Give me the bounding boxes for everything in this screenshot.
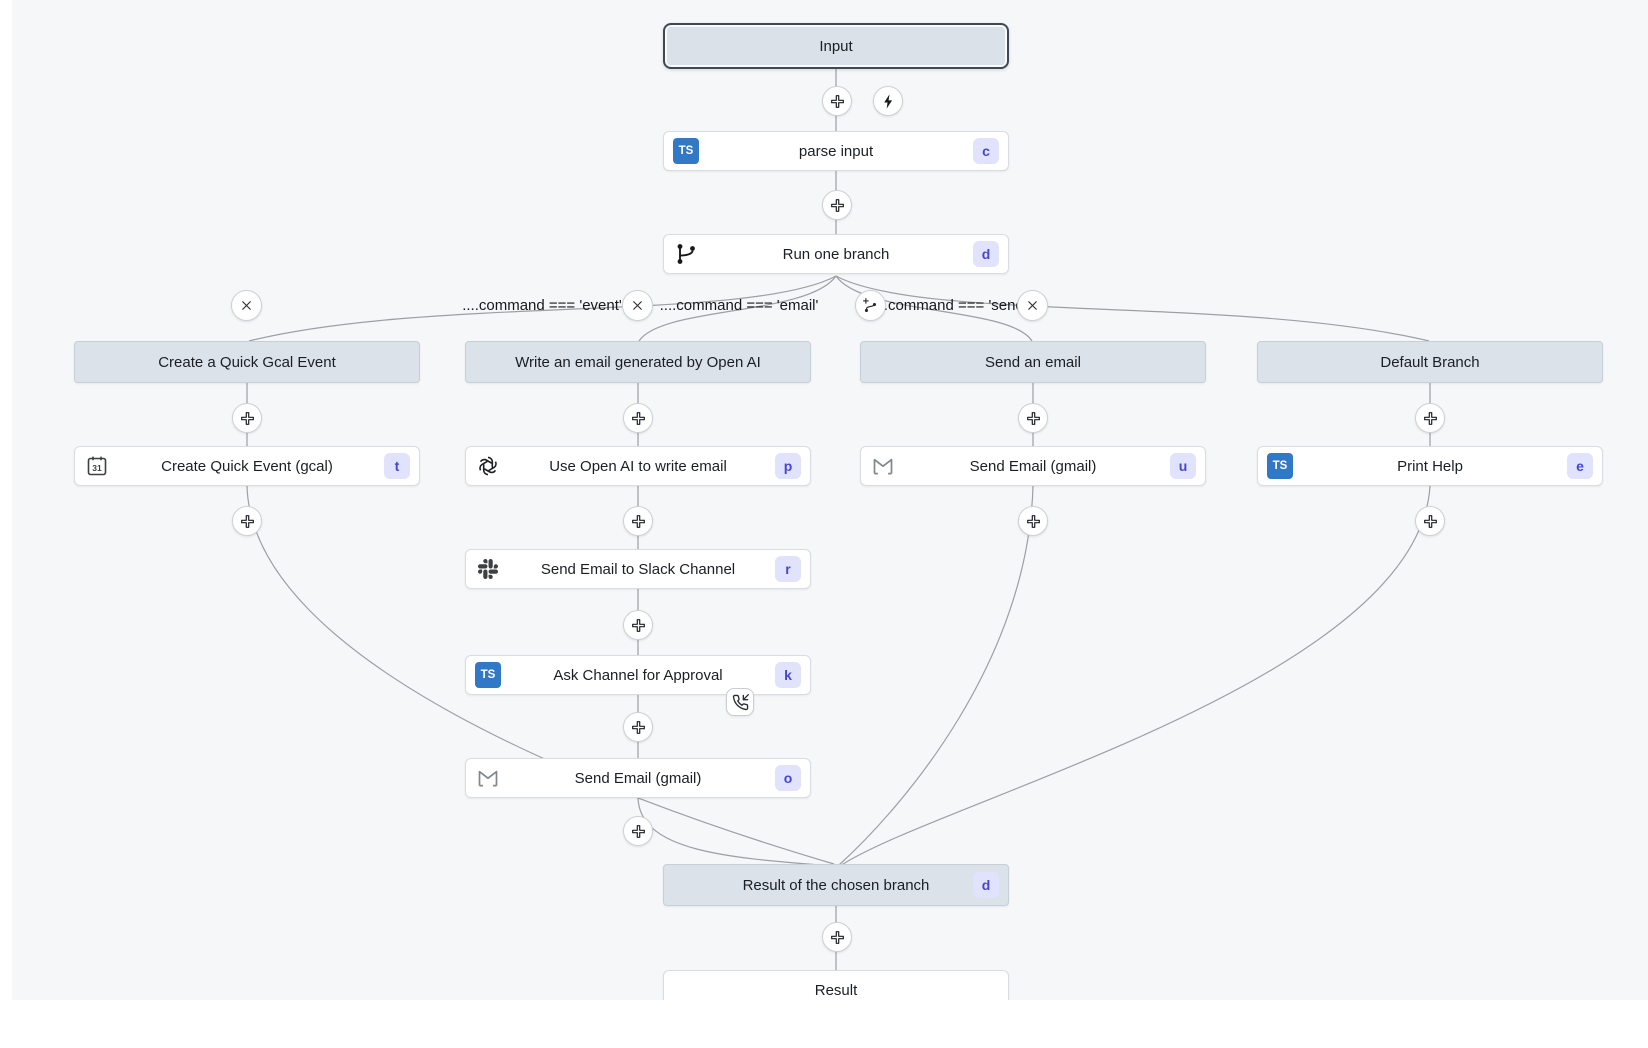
- node-label: Result of the chosen branch: [742, 876, 930, 894]
- step-create-quick-event[interactable]: Create Quick Event (gcal) t: [74, 446, 420, 486]
- branch-header-send-email[interactable]: Send an email: [860, 341, 1206, 383]
- add-step-button[interactable]: [623, 506, 653, 536]
- node-label: Create Quick Event (gcal): [161, 457, 333, 475]
- add-step-button[interactable]: [232, 403, 262, 433]
- page-margin-bottom: [0, 1000, 1648, 1048]
- branch-header-default[interactable]: Default Branch: [1257, 341, 1603, 383]
- add-step-button[interactable]: [1415, 403, 1445, 433]
- plus-icon: [829, 929, 846, 946]
- calendar-icon: [84, 453, 110, 479]
- plus-icon: [630, 719, 647, 736]
- plus-icon: [239, 513, 256, 530]
- typescript-icon: TS: [673, 138, 699, 164]
- node-label: Send Email to Slack Channel: [540, 560, 736, 578]
- node-label: Send Email (gmail): [969, 457, 1097, 475]
- node-label: parse input: [798, 142, 874, 160]
- lightning-icon: [880, 93, 897, 110]
- plus-icon: [630, 513, 647, 530]
- step-id-badge: t: [384, 453, 410, 479]
- add-step-button[interactable]: [1415, 506, 1445, 536]
- add-branch-button[interactable]: [855, 290, 886, 321]
- condition-label: ....command === 'event': [462, 297, 622, 314]
- plus-icon: [1025, 410, 1042, 427]
- branch-header-label: Create a Quick Gcal Event: [158, 353, 336, 371]
- add-step-button[interactable]: [822, 190, 852, 220]
- gmail-icon: [870, 453, 896, 479]
- typescript-icon: TS: [475, 662, 501, 688]
- step-id-badge: r: [775, 556, 801, 582]
- add-step-button[interactable]: [1018, 506, 1048, 536]
- step-id-badge: k: [775, 662, 801, 688]
- step-id-badge: d: [973, 872, 999, 898]
- git-branch-icon: [673, 241, 699, 267]
- plus-icon: [1422, 513, 1439, 530]
- gmail-icon: [475, 765, 501, 791]
- step-send-gmail-right[interactable]: Send Email (gmail) u: [860, 446, 1206, 486]
- add-step-button[interactable]: [822, 86, 852, 116]
- add-step-button[interactable]: [623, 610, 653, 640]
- add-step-button[interactable]: [822, 922, 852, 952]
- add-step-button[interactable]: [623, 403, 653, 433]
- delete-branch-button[interactable]: [1017, 290, 1048, 321]
- plus-icon: [630, 410, 647, 427]
- step-id-badge: u: [1170, 453, 1196, 479]
- plus-icon: [630, 823, 647, 840]
- branch-add-icon: [862, 297, 879, 314]
- step-id-badge: c: [973, 138, 999, 164]
- step-id-badge: o: [775, 765, 801, 791]
- step-id-badge: e: [1567, 453, 1593, 479]
- add-step-button[interactable]: [1018, 403, 1048, 433]
- step-id-badge: p: [775, 453, 801, 479]
- add-step-button[interactable]: [623, 816, 653, 846]
- node-label: Send Email (gmail): [574, 769, 702, 787]
- plus-icon: [239, 410, 256, 427]
- trigger-button[interactable]: [873, 86, 903, 116]
- node-run-one-branch[interactable]: Run one branch d: [663, 234, 1009, 274]
- condition-label: ....command === 'send': [871, 297, 1027, 314]
- delete-branch-button[interactable]: [231, 290, 262, 321]
- step-ask-approval[interactable]: TS Ask Channel for Approval k: [465, 655, 811, 695]
- suspend-step-badge: [726, 688, 754, 716]
- typescript-icon: TS: [1267, 453, 1293, 479]
- plus-icon: [829, 197, 846, 214]
- node-label: Print Help: [1397, 457, 1463, 475]
- node-label: Run one branch: [782, 245, 890, 263]
- plus-icon: [1025, 513, 1042, 530]
- step-send-to-slack[interactable]: Send Email to Slack Channel r: [465, 549, 811, 589]
- plus-icon: [829, 93, 846, 110]
- close-icon: [238, 297, 255, 314]
- step-use-openai[interactable]: Use Open AI to write email p: [465, 446, 811, 486]
- openai-icon: [475, 453, 501, 479]
- node-label: Ask Channel for Approval: [553, 666, 723, 684]
- node-label: Input: [819, 37, 853, 55]
- node-result-branch[interactable]: Result of the chosen branch d: [663, 864, 1009, 906]
- branch-header-label: Default Branch: [1380, 353, 1480, 371]
- plus-icon: [1422, 410, 1439, 427]
- plus-icon: [630, 617, 647, 634]
- node-label: Result: [814, 981, 858, 999]
- node-parse-input[interactable]: TS parse input c: [663, 131, 1009, 171]
- add-step-button[interactable]: [623, 712, 653, 742]
- page-margin-left: [0, 0, 12, 1048]
- slack-icon: [475, 556, 501, 582]
- condition-label: ....command === 'email': [659, 297, 819, 314]
- branch-header-label: Write an email generated by Open AI: [515, 353, 761, 371]
- step-id-badge: d: [973, 241, 999, 267]
- step-print-help[interactable]: TS Print Help e: [1257, 446, 1603, 486]
- close-icon: [629, 297, 646, 314]
- node-input[interactable]: Input: [663, 23, 1009, 69]
- close-icon: [1024, 297, 1041, 314]
- delete-branch-button[interactable]: [622, 290, 653, 321]
- branch-header-gcal-event[interactable]: Create a Quick Gcal Event: [74, 341, 420, 383]
- add-step-button[interactable]: [232, 506, 262, 536]
- phone-incoming-icon: [732, 694, 749, 711]
- node-label: Use Open AI to write email: [549, 457, 727, 475]
- step-send-gmail-mid[interactable]: Send Email (gmail) o: [465, 758, 811, 798]
- branch-header-openai-email[interactable]: Write an email generated by Open AI: [465, 341, 811, 383]
- branch-header-label: Send an email: [985, 353, 1081, 371]
